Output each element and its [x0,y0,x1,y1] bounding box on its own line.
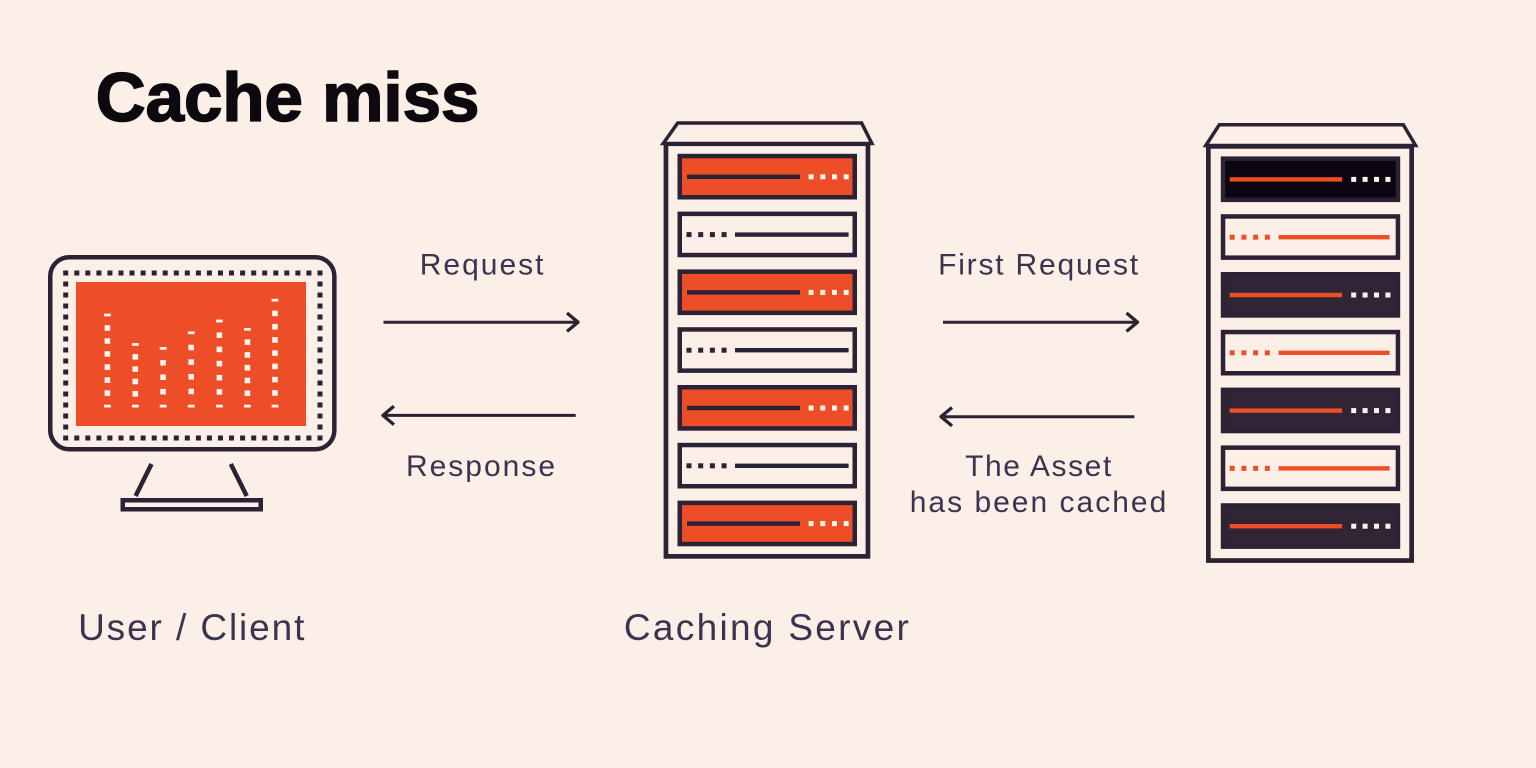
svg-text:has been cached: has been cached [910,486,1169,519]
svg-text:First Request: First Request [938,249,1140,282]
svg-text:Caching Server: Caching Server [624,607,911,648]
svg-text:The Asset: The Asset [965,450,1113,483]
svg-text:Request: Request [420,249,546,282]
svg-text:Response: Response [406,450,557,483]
svg-text:User / Client: User / Client [78,607,306,648]
svg-text:Cache miss: Cache miss [96,59,480,136]
